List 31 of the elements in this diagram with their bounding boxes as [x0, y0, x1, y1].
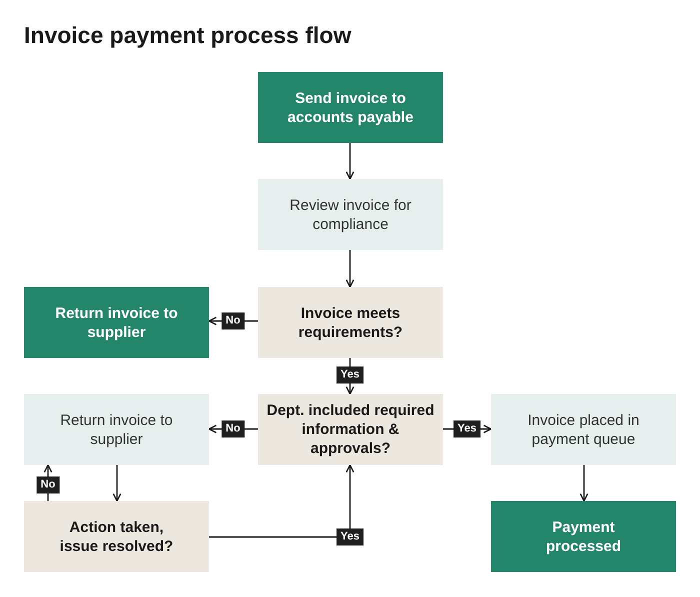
node-label: Send invoice to accounts payable	[286, 88, 414, 126]
node-label: Return invoice to supplier	[59, 410, 174, 448]
process-box	[24, 394, 209, 465]
process-box	[491, 394, 676, 465]
edge-label: No	[222, 312, 244, 330]
decision-box	[258, 287, 443, 358]
node-label: Invoice placed in payment queue	[526, 410, 640, 448]
arrow	[580, 465, 588, 502]
node-label: Payment processed	[544, 518, 622, 556]
arrow	[346, 143, 354, 180]
node-label: Invoice meets requirements?	[297, 304, 404, 342]
process-box	[491, 501, 676, 572]
node-label: Action taken, issue resolved?	[58, 518, 174, 556]
edge-label: Yes	[454, 420, 480, 438]
edge-label: No	[36, 476, 60, 494]
arrow	[209, 464, 354, 538]
decision-box	[24, 501, 209, 572]
node-label: Review invoice for compliance	[288, 196, 412, 234]
node-label: Dept. included required information & approvals?	[266, 401, 435, 458]
diagram-title: Invoice payment process flow	[24, 22, 352, 49]
process-box	[24, 287, 209, 358]
decision-box	[258, 394, 443, 465]
node-label: Return invoice to supplier	[54, 304, 179, 342]
arrow	[112, 465, 122, 502]
edge-label: Yes	[336, 528, 364, 546]
process-box	[258, 72, 443, 143]
edge-label: No	[222, 420, 244, 438]
process-box	[258, 179, 443, 250]
arrow	[44, 464, 52, 501]
edge-label: Yes	[336, 366, 364, 384]
arrow	[346, 250, 354, 288]
